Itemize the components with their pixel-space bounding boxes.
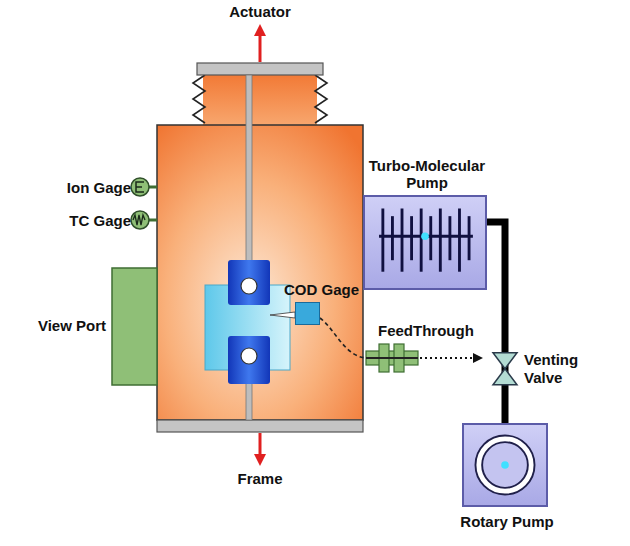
valve-label: Venting Valve	[522, 351, 606, 386]
cod-wire	[320, 318, 368, 358]
signal-out-arrow	[420, 357, 478, 359]
ion-gage-symbol	[131, 178, 157, 196]
vacuum-chamber	[157, 125, 363, 420]
feedthrough-connector	[366, 344, 418, 372]
top-plate	[197, 63, 323, 75]
node-title: Turbo-Molecular Pump	[352, 157, 502, 192]
rotary-pump-box: Rotary Pump	[462, 423, 548, 507]
gage-label: Ion Gage	[67, 179, 131, 196]
node-title: Rotary Pump	[432, 513, 582, 530]
bellows	[193, 75, 327, 127]
port-label: View Port	[38, 317, 106, 334]
actuator-arrow	[259, 30, 262, 62]
actuator-label: Actuator	[229, 3, 291, 20]
vacuum-line	[487, 222, 505, 423]
lower-grip	[228, 336, 270, 384]
turbo-art	[365, 197, 485, 288]
gage-label: TC Gage	[69, 212, 131, 229]
node-title: COD Gage	[284, 281, 359, 298]
frame-arrow	[259, 433, 262, 460]
bottom-plate	[157, 420, 363, 432]
upper-grip	[228, 260, 270, 305]
feedthrough-label: FeedThrough	[378, 322, 474, 339]
valve-symbol	[493, 353, 517, 385]
turbo-pump-box: Turbo-Molecular Pump	[363, 195, 487, 290]
cod-gage-box: COD Gage	[295, 302, 320, 325]
frame-label: Frame	[237, 470, 282, 487]
rotary-art	[464, 425, 546, 505]
tc-gage-symbol	[131, 211, 157, 229]
view-port	[112, 268, 157, 385]
crack-notch	[270, 312, 295, 318]
